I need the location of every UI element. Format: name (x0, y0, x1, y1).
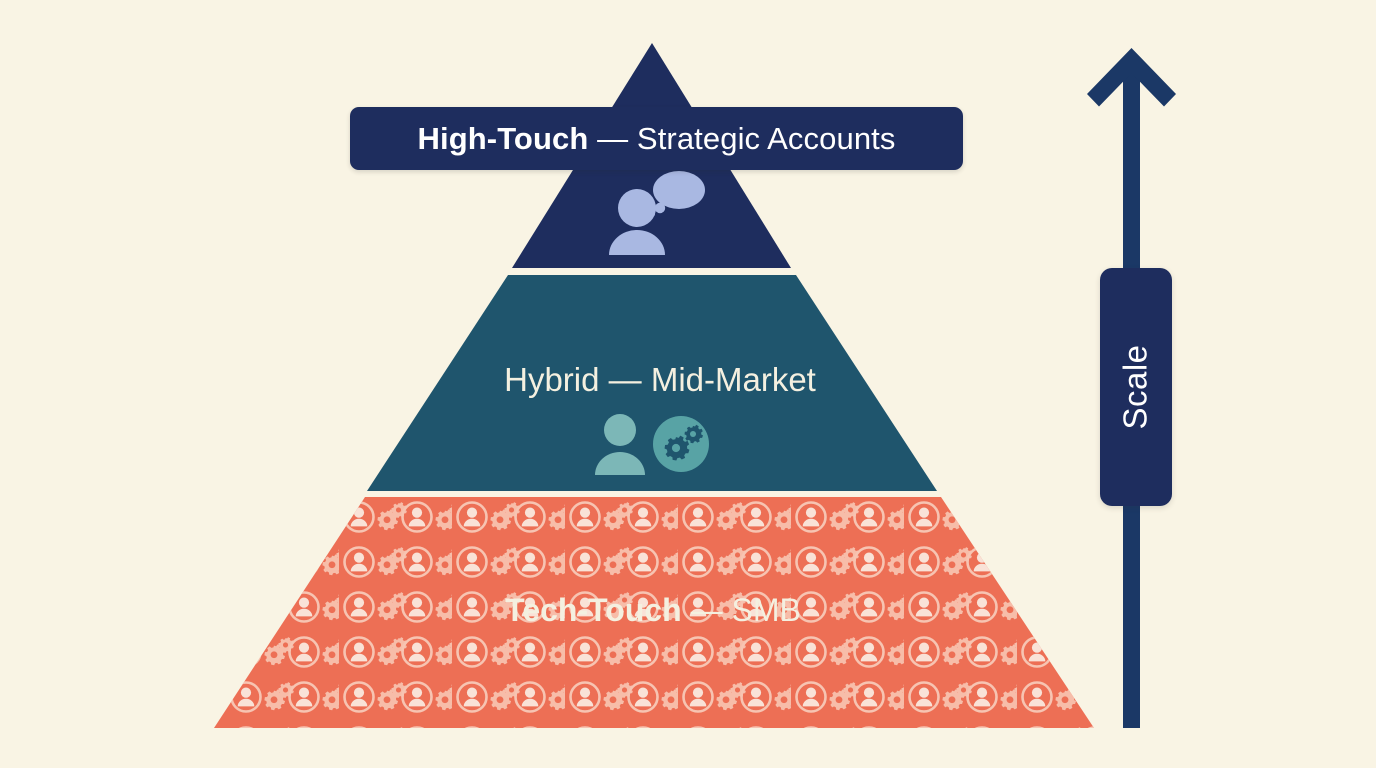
tier-label-tech-touch-text: Tech-Touch — SMB (505, 592, 801, 628)
tier-label-tech-touch-strong: Tech-Touch (505, 592, 682, 628)
avatar-gears-pattern-icon (214, 497, 1094, 728)
person-with-thought-bubble-icon (609, 171, 705, 255)
tier-label-high-touch[interactable]: High-Touch — Strategic Accounts (350, 107, 963, 170)
pyramid-tier-hybrid[interactable] (367, 275, 937, 491)
tier-label-hybrid-light: Mid-Market (650, 361, 816, 398)
tier-label-hybrid-strong: Hybrid (504, 361, 600, 398)
tier-label-hybrid[interactable]: Hybrid — Mid-Market (0, 361, 1376, 399)
tier-label-high-touch-strong: High-Touch (417, 120, 589, 156)
tier-label-tech-touch-light: SMB (731, 592, 801, 628)
tier-label-high-touch-light: Strategic Accounts (636, 120, 896, 156)
tier-label-high-touch-separator: — (588, 120, 637, 156)
scale-label-badge[interactable]: Scale (1100, 268, 1172, 506)
tier-label-hybrid-separator: — (599, 361, 651, 398)
tier-label-tech-touch-separator: — (681, 592, 732, 628)
person-and-gears-icon (595, 414, 709, 475)
tier-label-high-touch-text: High-Touch — Strategic Accounts (418, 121, 896, 157)
tier-label-tech-touch[interactable]: Tech-Touch — SMB (0, 592, 1376, 629)
tier-label-hybrid-text: Hybrid — Mid-Market (504, 361, 816, 398)
pyramid-tier-tech-touch[interactable] (200, 490, 1110, 735)
scale-label-text: Scale (1117, 344, 1154, 430)
